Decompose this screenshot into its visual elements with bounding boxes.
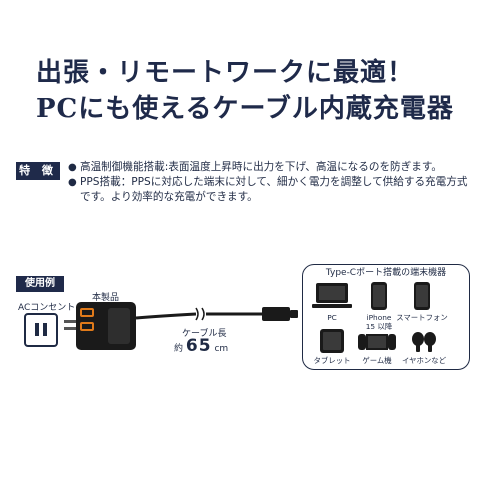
ac-outlet-icon bbox=[24, 313, 58, 347]
device-tablet: タブレット bbox=[306, 328, 358, 365]
charger-icon bbox=[76, 302, 136, 350]
outlet-label: ACコンセント bbox=[18, 303, 76, 313]
charger-face bbox=[108, 308, 130, 344]
headline-line-2: PCにも使えるケーブル内蔵充電器 bbox=[36, 94, 454, 124]
laptop-icon bbox=[312, 283, 352, 308]
device-pc: PC bbox=[306, 281, 358, 322]
device-label-tablet: タブレット bbox=[313, 356, 351, 365]
usb-c-connector-body bbox=[262, 307, 290, 321]
device-earphones: イヤホンなど bbox=[398, 328, 450, 365]
tablet-icon bbox=[320, 329, 344, 353]
charger-port-bottom bbox=[80, 322, 94, 331]
compatible-devices-box bbox=[302, 264, 470, 370]
features-list: 高温制御機能搭載:表面温度上昇時に出力を下げ、高温になるのを防ぎます。 PPS搭… bbox=[68, 160, 472, 205]
earphones-icon bbox=[412, 332, 436, 352]
game-console-icon bbox=[358, 334, 396, 350]
headline-line-1: 出張・リモートワークに最適！ bbox=[36, 58, 415, 88]
device-label-iphone: iPhone 15 以降 bbox=[365, 313, 393, 331]
device-label-earphones: イヤホンなど bbox=[401, 356, 447, 365]
device-label-smartphone: スマートフォン bbox=[396, 313, 448, 322]
cable-length-label: ケーブル長 bbox=[182, 329, 227, 339]
prong-top bbox=[64, 320, 78, 323]
plug-prongs-icon bbox=[64, 318, 78, 332]
cable-length-prefix: 約 bbox=[174, 344, 184, 354]
compatible-devices-title: Type-Cポート搭載の端末機器 bbox=[325, 268, 447, 278]
device-smartphone: スマートフォン bbox=[396, 281, 448, 322]
usage-badge: 使用例 bbox=[16, 276, 64, 292]
usb-c-connector-tip bbox=[290, 310, 298, 318]
cable-break-mark-right bbox=[201, 307, 205, 321]
feature-item-pps: PPS搭載：PPSに対応した端末に対して、細かく電力を調整して供給する充電方式で… bbox=[68, 175, 472, 205]
outlet-slot-left bbox=[35, 323, 39, 336]
iphone-icon bbox=[371, 282, 387, 310]
cable-length-unit: cm bbox=[214, 344, 229, 354]
cable-break-mark-left bbox=[195, 307, 199, 321]
charger-port-top bbox=[80, 308, 94, 317]
device-iphone: iPhone 15 以降 bbox=[353, 281, 405, 331]
cable-length-number: 65 bbox=[185, 336, 212, 356]
device-game-console: ゲーム機 bbox=[351, 328, 403, 365]
cable-segment-left bbox=[135, 312, 197, 320]
features-badge: 特 徴 bbox=[16, 162, 60, 180]
prong-bottom bbox=[64, 327, 78, 330]
product-label: 本製品 bbox=[92, 293, 120, 303]
cable-length-value: 約 65 cm bbox=[174, 336, 228, 356]
outlet-slot-right bbox=[43, 323, 47, 336]
device-label-pc: PC bbox=[327, 313, 337, 322]
feature-item-temperature: 高温制御機能搭載:表面温度上昇時に出力を下げ、高温になるのを防ぎます。 bbox=[68, 160, 472, 175]
device-label-game-console: ゲーム機 bbox=[362, 356, 392, 365]
smartphone-icon bbox=[414, 282, 430, 310]
